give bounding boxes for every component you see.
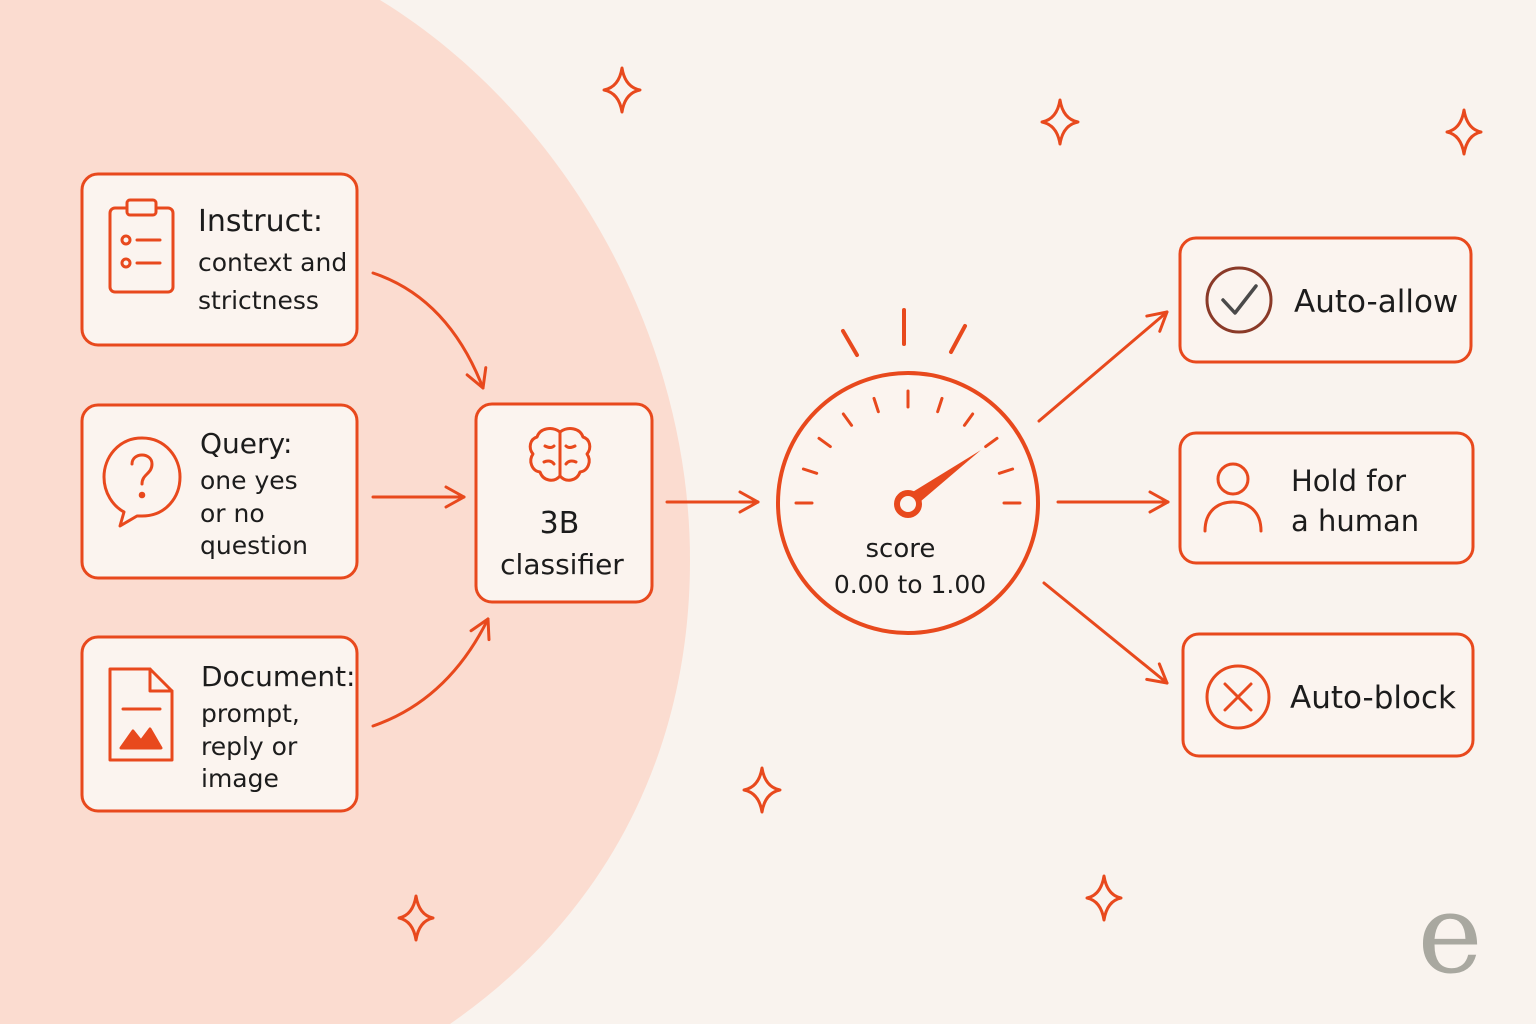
input-document-label: Document: prompt, reply or image — [201, 660, 361, 793]
gauge-tick — [841, 412, 854, 427]
connectors — [371, 271, 1170, 728]
outcome-block-box: Auto-block — [1181, 632, 1475, 758]
outcome-hold-box: Hold for a human — [1178, 431, 1475, 565]
sparkle-icon — [602, 66, 642, 114]
gauge-tick — [997, 467, 1015, 475]
input-instruct-label: Instruct: context and strictness — [198, 204, 352, 315]
sparkles — [397, 66, 1483, 942]
outcome-block-label: Auto-block — [1290, 680, 1456, 716]
gauge-tick — [962, 412, 975, 427]
classifier-label: 3B classifier — [500, 506, 624, 581]
sparkle-icon — [742, 766, 782, 814]
clipboard-icon — [108, 198, 175, 294]
sparkle-icon — [1040, 98, 1080, 146]
sparkle-icon — [397, 894, 435, 942]
gauge-tick — [872, 396, 880, 414]
person-icon — [1203, 462, 1263, 533]
sparkle-icon — [1445, 108, 1483, 156]
gauge-tick — [817, 436, 832, 449]
outcome-hold-label: Hold for a human — [1291, 464, 1419, 538]
arrow-gauge-to-allow — [1037, 310, 1169, 423]
input-instruct-box: Instruct: context and strictness — [80, 172, 359, 347]
arrow-document-to-classifier — [371, 617, 491, 728]
sparkle-icon — [1085, 874, 1123, 922]
outcome-allow-label: Auto-allow — [1294, 284, 1458, 320]
classifier-box: 3B classifier — [474, 402, 654, 604]
document-image-icon — [108, 667, 174, 762]
gauge-needle — [903, 450, 981, 509]
arrow-gauge-to-block — [1042, 581, 1169, 685]
gauge: score 0.00 to 1.00 — [776, 308, 1040, 635]
gauge-tick — [801, 467, 819, 475]
e-logo-icon: e — [1417, 870, 1482, 998]
gauge-glow-rays — [841, 308, 967, 357]
gauge-tick — [936, 396, 944, 414]
question-bubble-icon — [102, 436, 182, 528]
outcome-allow-box: Auto-allow — [1178, 236, 1473, 364]
arrow-instruct-to-classifier — [371, 271, 488, 390]
gauge-pivot — [894, 490, 922, 518]
input-query-box: Query: one yes or no question — [80, 403, 359, 580]
x-circle-icon — [1205, 664, 1271, 730]
input-document-box: Document: prompt, reply or image — [80, 635, 361, 813]
brain-icon — [528, 427, 592, 482]
check-circle-icon — [1205, 266, 1273, 334]
input-query-label: Query: one yes or no question — [200, 427, 308, 560]
gauge-ticks — [794, 389, 1022, 505]
gauge-label: score 0.00 to 1.00 — [834, 534, 986, 599]
gauge-tick — [984, 436, 999, 449]
